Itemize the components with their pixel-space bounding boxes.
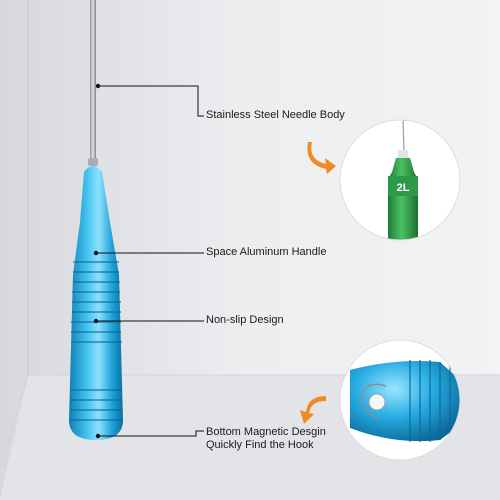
bottle-label: 2L (397, 182, 410, 194)
inset-bottle: 2L (339, 119, 461, 241)
handle-callout-label: Space Aluminum Handle (206, 246, 327, 258)
arrow-icon (307, 142, 336, 174)
bottom-callout-line2: Quickly Find the Hook (206, 439, 314, 451)
needle-callout-label: Stainless Steel Needle Body (206, 109, 345, 121)
bottom-callout-label: Bottom Magnetic Desgin Quickly Find the … (206, 426, 376, 452)
steel-needle (88, 0, 98, 166)
arrow-icon (300, 396, 326, 424)
inset-magnetic-end (339, 339, 461, 461)
callout-dots (93, 83, 101, 439)
grip-rings (70, 261, 122, 421)
callout-lines (96, 85, 204, 437)
grip-callout-label: Non-slip Design (206, 314, 284, 326)
aluminum-handle (69, 166, 123, 440)
bottom-callout-line1: Bottom Magnetic Desgin (206, 426, 326, 438)
